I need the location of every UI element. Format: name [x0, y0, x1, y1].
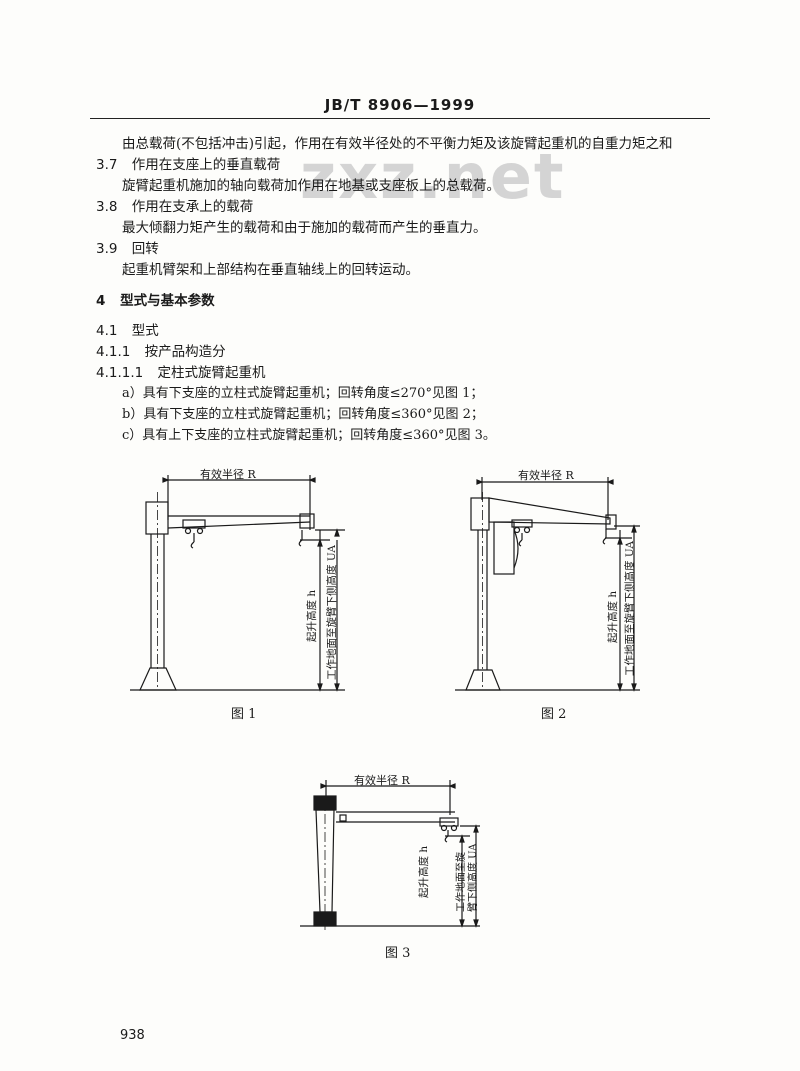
section-3-9-heading: 3.9 回转: [96, 237, 159, 257]
section-4-1-1-heading: 4.1.1 按产品构造分: [96, 340, 226, 360]
section-number: 4.1.1.1: [96, 365, 144, 381]
section-title: 型式与基本参数: [120, 293, 215, 309]
section-number: 3.9: [96, 241, 118, 257]
section-title: 型式: [131, 323, 159, 339]
fig1-caption: 图 1: [231, 707, 257, 722]
fig3-clearance-label-bottom: 臂下侧高度 UA: [468, 843, 479, 912]
fig2-radius-label: 有效半径 R: [518, 469, 574, 482]
list-item-b: b）具有下支座的立柱式旋臂起重机；回转角度≤360°见图 2；: [122, 407, 484, 422]
section-title: 作用在支承上的载荷: [131, 199, 254, 215]
section-4-heading: 4 型式与基本参数: [96, 289, 215, 309]
section-title: 定柱式旋臂起重机: [157, 365, 266, 381]
paragraph-continuation: 由总载荷(不包括冲击)引起，作用在有效半径处的不平衡力矩及该旋臂起重机的自重力矩…: [122, 136, 673, 152]
section-3-7-body: 旋臂起重机施加的轴向载荷加作用在地基或支座板上的总载荷。: [122, 178, 500, 194]
list-item-a: a）具有下支座的立柱式旋臂起重机；回转角度≤270°见图 1；: [122, 386, 484, 401]
section-number: 3.8: [96, 199, 118, 215]
header-doc-code: JB/T 8906—1999: [324, 96, 476, 114]
watermark: zxz.net: [300, 140, 566, 213]
fig3-radius-label: 有效半径 R: [354, 774, 410, 787]
fig3-caption: 图 3: [385, 946, 411, 961]
page-number: 938: [120, 1028, 145, 1043]
section-3-8-body: 最大倾翻力矩产生的载荷和由于施加的载荷而产生的垂直力。: [122, 220, 487, 236]
section-title: 回转: [131, 241, 159, 257]
section-number: 4.1.1: [96, 344, 131, 360]
section-3-7-heading: 3.7 作用在支座上的垂直载荷: [96, 153, 280, 173]
fig1-radius-label: 有效半径 R: [200, 468, 256, 481]
section-3-9-body: 起重机臂架和上部结构在垂直轴线上的回转运动。: [122, 262, 419, 278]
section-3-8-heading: 3.8 作用在支承上的载荷: [96, 195, 253, 215]
fig2-caption: 图 2: [541, 707, 567, 722]
fig3-lift-height-label: 起升高度 h: [418, 845, 430, 898]
list-item-c: c）具有上下支座的立柱式旋臂起重机；回转角度≤360°见图 3。: [122, 428, 496, 443]
section-4-1-1-1-heading: 4.1.1.1 定柱式旋臂起重机: [96, 361, 266, 381]
header-rule: [90, 118, 710, 119]
section-title: 作用在支座上的垂直载荷: [131, 157, 281, 173]
section-number: 3.7: [96, 157, 118, 173]
section-number: 4.1: [96, 323, 118, 339]
section-number: 4: [96, 293, 106, 309]
section-4-1-heading: 4.1 型式: [96, 319, 159, 339]
section-title: 按产品构造分: [144, 344, 226, 360]
